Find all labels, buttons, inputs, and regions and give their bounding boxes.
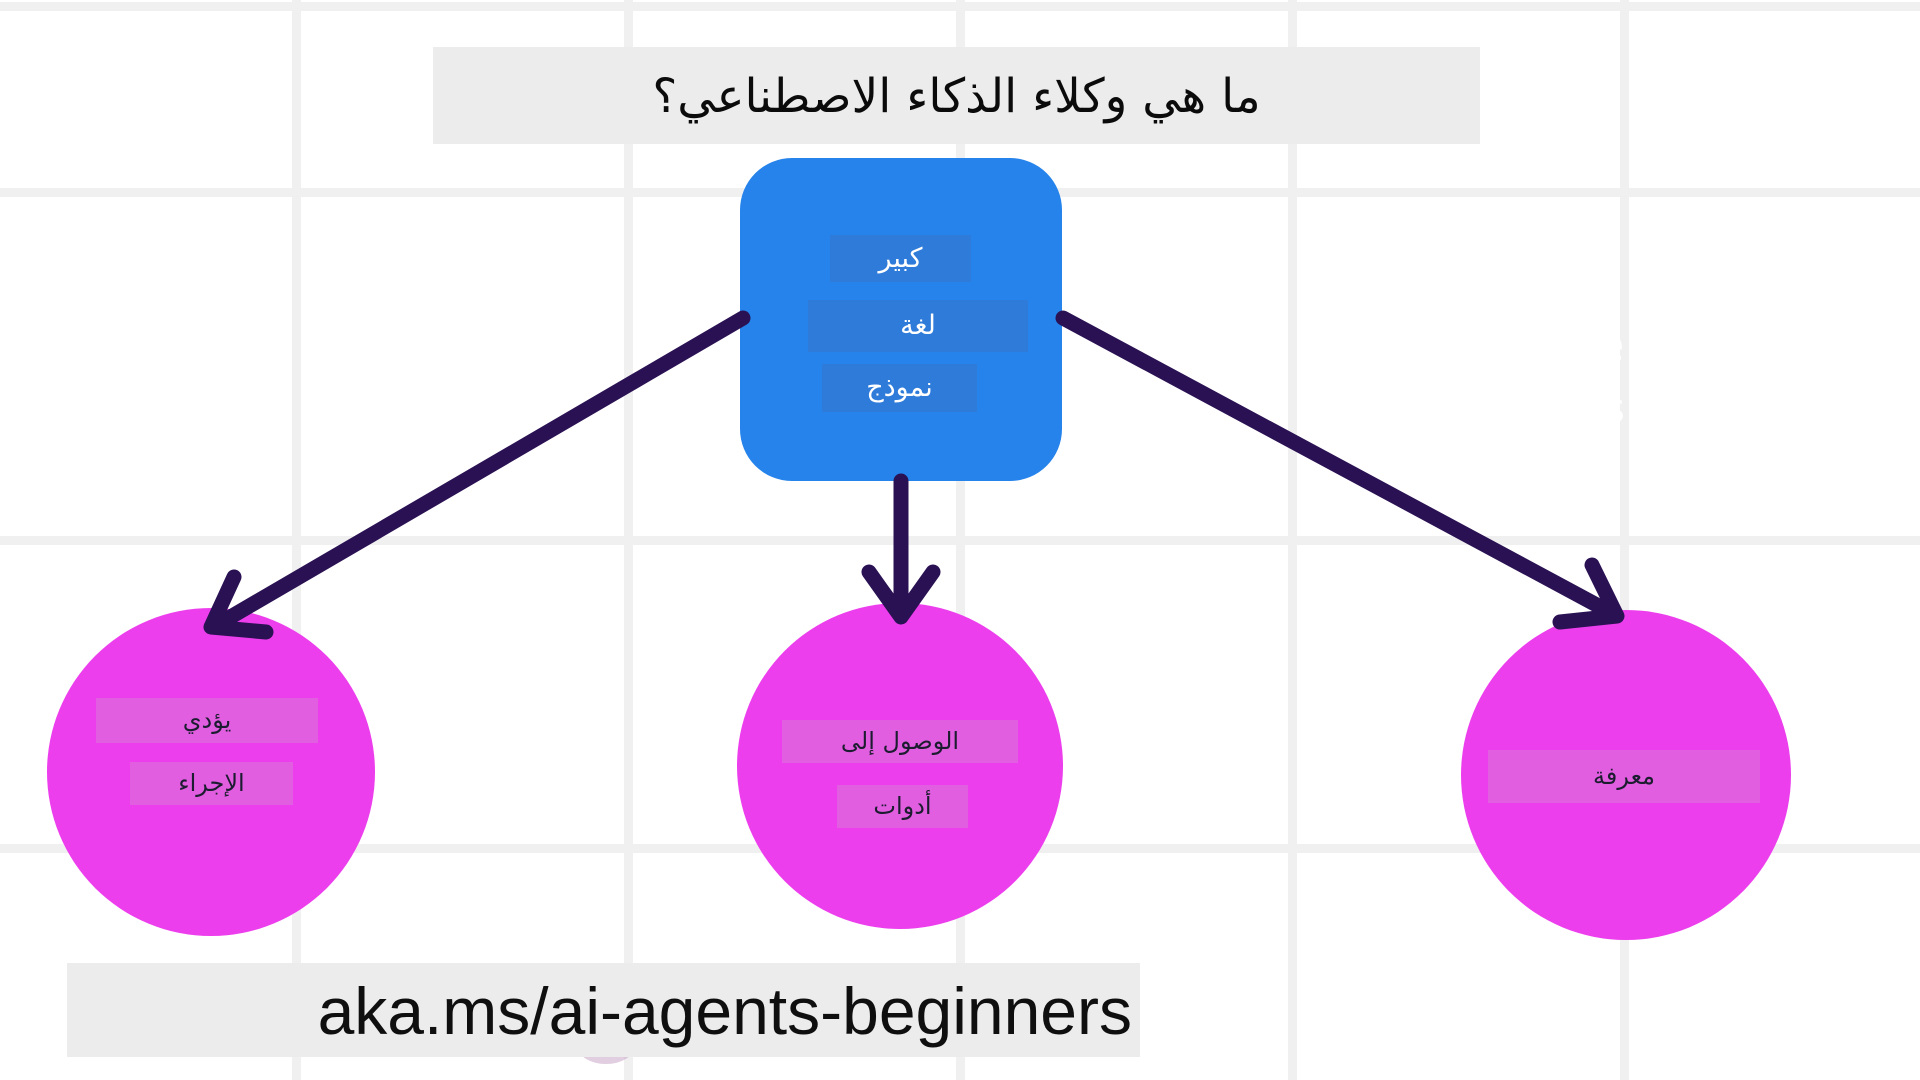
llm-node: كبير لغة نموذج bbox=[740, 158, 1062, 481]
grid-hline bbox=[0, 536, 1920, 545]
node-performs-action: يؤدي الإجراء bbox=[47, 608, 375, 936]
stray-white-mark: s bbox=[1604, 386, 1625, 432]
grid-hline bbox=[0, 2, 1920, 11]
action-word-performs: يؤدي bbox=[96, 698, 318, 743]
action-word-the-action: الإجراء bbox=[130, 762, 293, 805]
footer-banner: aka.ms/ai-agents-beginners bbox=[67, 963, 1140, 1057]
tools-word-access-to: الوصول إلى bbox=[782, 720, 1018, 763]
llm-word-large: كبير bbox=[830, 235, 971, 282]
knowledge-word: معرفة bbox=[1488, 750, 1760, 803]
tools-word-tools: أدوات bbox=[837, 785, 968, 828]
node-access-to-tools: الوصول إلى أدوات bbox=[737, 603, 1063, 929]
title-banner: ما هي وكلاء الذكاء الاصطناعي؟ bbox=[433, 47, 1480, 144]
footer-url: aka.ms/ai-agents-beginners bbox=[317, 974, 1132, 1048]
stray-white-letter: e bbox=[1596, 318, 1625, 372]
llm-word-language: لغة bbox=[808, 300, 1028, 352]
llm-word-model: نموذج bbox=[822, 364, 977, 412]
arrow-right bbox=[1055, 310, 1614, 618]
node-knowledge: معرفة bbox=[1461, 610, 1791, 940]
page-title: ما هي وكلاء الذكاء الاصطناعي؟ bbox=[652, 69, 1261, 124]
